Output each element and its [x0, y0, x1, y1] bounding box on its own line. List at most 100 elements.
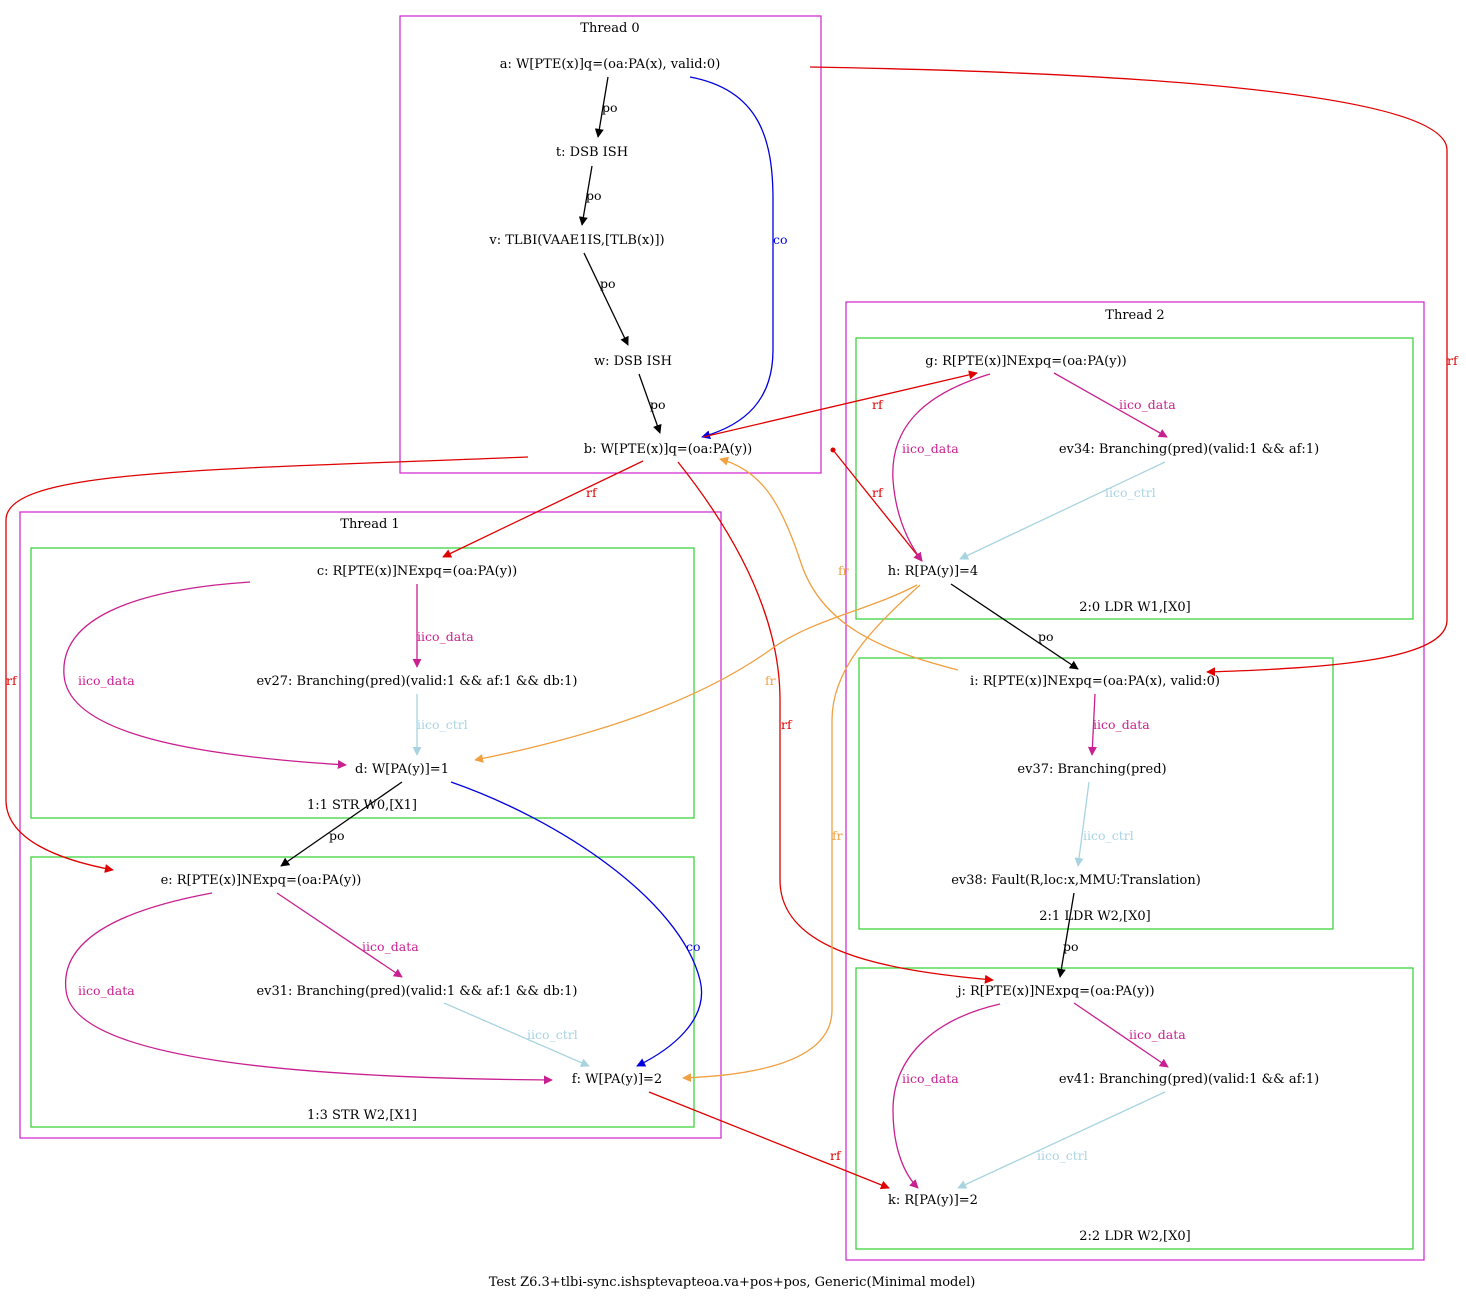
edge-j-ev41: iico_data — [1073, 1002, 1186, 1068]
instr-label-1-3: 1:3 STR W2,[X1] — [307, 1108, 417, 1123]
edge-label-t-v: po — [586, 188, 602, 203]
thread-2-cluster: Thread 2 — [845, 301, 1425, 1261]
edge-ev34-h: iico_ctrl — [959, 461, 1166, 560]
edges-layer: po po po po co rf rf rf — [5, 66, 1459, 1190]
diagram-caption: Test Z6.3+tlbi-sync.ishsptevapteoa.va+po… — [489, 1275, 976, 1290]
node-k: k: R[PA(y)]=2 — [888, 1193, 978, 1208]
edge-label-h-f: fr — [832, 828, 843, 843]
edge-g-ev34: iico_data — [1053, 372, 1176, 438]
node-c: c: R[PTE(x)]NExpq=(oa:PA(y)) — [317, 564, 517, 579]
node-t: t: DSB ISH — [556, 145, 628, 160]
node-e: e: R[PTE(x)]NExpq=(oa:PA(y)) — [161, 873, 362, 888]
edge-d-e: po — [280, 781, 403, 867]
edge-i-ev37: iico_data — [1087, 693, 1150, 756]
node-ev37: ev37: Branching(pred) — [1017, 762, 1166, 777]
edge-label-i-ev37: iico_data — [1093, 717, 1150, 732]
node-ev31: ev31: Branching(pred)(valid:1 && af:1 &&… — [256, 984, 577, 999]
edge-h-f: fr — [682, 584, 921, 1083]
edge-label-h-d: fr — [765, 673, 776, 688]
edge-a-t: po — [594, 76, 618, 138]
edge-b-g: rf — [702, 370, 978, 438]
edge-label-e-ev31: iico_data — [362, 939, 419, 954]
edge-label-d-f: co — [686, 939, 701, 954]
edge-label-j-ev41: iico_data — [1129, 1027, 1186, 1042]
instr-label-2-1: 2:1 LDR W2,[X0] — [1039, 909, 1150, 924]
edge-label-a-i: rf — [1447, 353, 1459, 368]
thread-1-label: Thread 1 — [340, 517, 399, 532]
node-a: a: W[PTE(x)]q=(oa:PA(x), valid:0) — [500, 57, 721, 72]
edge-w-b: po — [638, 373, 666, 434]
node-v: v: TLBI(VAAE1IS,[TLB(x)]) — [488, 233, 664, 248]
thread-2-label: Thread 2 — [1105, 308, 1164, 323]
edge-label-ev34-h: iico_ctrl — [1105, 485, 1156, 500]
edge-label-a-t: po — [602, 100, 618, 115]
node-i: i: R[PTE(x)]NExpq=(oa:PA(x), valid:0) — [970, 674, 1220, 689]
edge-ev38-j: po — [1056, 892, 1079, 978]
edge-j-k: iico_data — [892, 1003, 1001, 1189]
edge-ev37-ev38: iico_ctrl — [1074, 781, 1134, 867]
thread-1-cluster: Thread 1 — [19, 511, 722, 1139]
node-h: h: R[PA(y)]=4 — [888, 564, 978, 579]
edge-label-w-b: po — [650, 397, 666, 412]
edge-label-f-k: rf — [830, 1148, 842, 1163]
node-b: b: W[PTE(x)]q=(oa:PA(y)) — [584, 442, 752, 457]
edge-label-d-e: po — [329, 828, 345, 843]
edge-label-b-e: rf — [6, 673, 18, 688]
node-f: f: W[PA(y)]=2 — [572, 1072, 662, 1087]
edge-init-h: rf — [830, 447, 923, 562]
edge-c-ev27: iico_data — [412, 584, 474, 668]
edge-a-i: rf — [809, 66, 1459, 677]
thread-0-cluster: Thread 0 — [399, 15, 822, 474]
edge-label-ev27-d: iico_ctrl — [417, 717, 468, 732]
edge-label-ev38-j: po — [1063, 939, 1079, 954]
edge-b-e: rf — [5, 456, 529, 873]
edge-label-j-k: iico_data — [902, 1071, 959, 1086]
edge-i-b: fr — [719, 456, 959, 671]
edge-label-a-b: co — [773, 232, 788, 247]
node-ev34: ev34: Branching(pred)(valid:1 && af:1) — [1059, 442, 1319, 457]
node-ev38: ev38: Fault(R,loc:x,MMU:Translation) — [951, 873, 1201, 888]
nodes-layer: a: W[PTE(x)]q=(oa:PA(x), valid:0) t: DSB… — [161, 57, 1320, 1208]
instr-label-1-1: 1:1 STR W0,[X1] — [307, 798, 417, 813]
edge-label-b-c: rf — [586, 485, 598, 500]
edge-label-h-i: po — [1038, 629, 1054, 644]
edge-label-i-b: fr — [838, 563, 849, 578]
instr-cluster-2-1: 2:1 LDR W2,[X0] — [858, 657, 1334, 930]
edge-f-k: rf — [648, 1091, 890, 1190]
edge-label-init-h: rf — [872, 485, 884, 500]
edge-b-j: rf — [677, 461, 994, 984]
edge-label-ev37-ev38: iico_ctrl — [1083, 828, 1134, 843]
edge-e-f: iico_data — [65, 892, 553, 1085]
node-d: d: W[PA(y)]=1 — [355, 762, 449, 777]
edge-label-v-w: po — [600, 276, 616, 291]
node-j: j: R[PTE(x)]NExpq=(oa:PA(y)) — [955, 984, 1154, 999]
edge-label-c-d: iico_data — [78, 673, 135, 688]
edge-v-w: po — [583, 252, 629, 346]
node-w: w: DSB ISH — [594, 354, 672, 369]
edge-label-ev31-f: iico_ctrl — [527, 1027, 578, 1042]
edge-a-b: co — [689, 76, 788, 440]
edge-label-c-ev27: iico_data — [417, 629, 474, 644]
node-ev27: ev27: Branching(pred)(valid:1 && af:1 &&… — [256, 674, 577, 689]
node-g: g: R[PTE(x)]NExpq=(oa:PA(y)) — [925, 354, 1126, 369]
edge-ev27-d: iico_ctrl — [412, 694, 468, 756]
edge-t-v: po — [578, 165, 602, 226]
edge-b-c: rf — [442, 460, 644, 558]
instr-label-2-2: 2:2 LDR W2,[X0] — [1079, 1229, 1190, 1244]
node-ev41: ev41: Branching(pred)(valid:1 && af:1) — [1059, 1072, 1319, 1087]
instr-label-2-0: 2:0 LDR W1,[X0] — [1079, 600, 1190, 615]
edge-label-g-h: iico_data — [902, 441, 959, 456]
edge-label-e-f: iico_data — [78, 983, 135, 998]
instr-cluster-2-2: 2:2 LDR W2,[X0] — [855, 967, 1414, 1250]
edge-label-ev41-k: iico_ctrl — [1037, 1148, 1088, 1163]
edge-label-b-g: rf — [872, 397, 884, 412]
edge-h-d: fr — [474, 584, 918, 763]
edge-label-b-j: rf — [781, 717, 793, 732]
edge-d-f: co — [450, 781, 703, 1067]
instr-cluster-1-1: 1:1 STR W0,[X1] — [30, 547, 695, 819]
edge-label-g-ev34: iico_data — [1119, 397, 1176, 412]
thread-0-label: Thread 0 — [580, 21, 639, 36]
edge-g-h: iico_data — [892, 373, 991, 562]
